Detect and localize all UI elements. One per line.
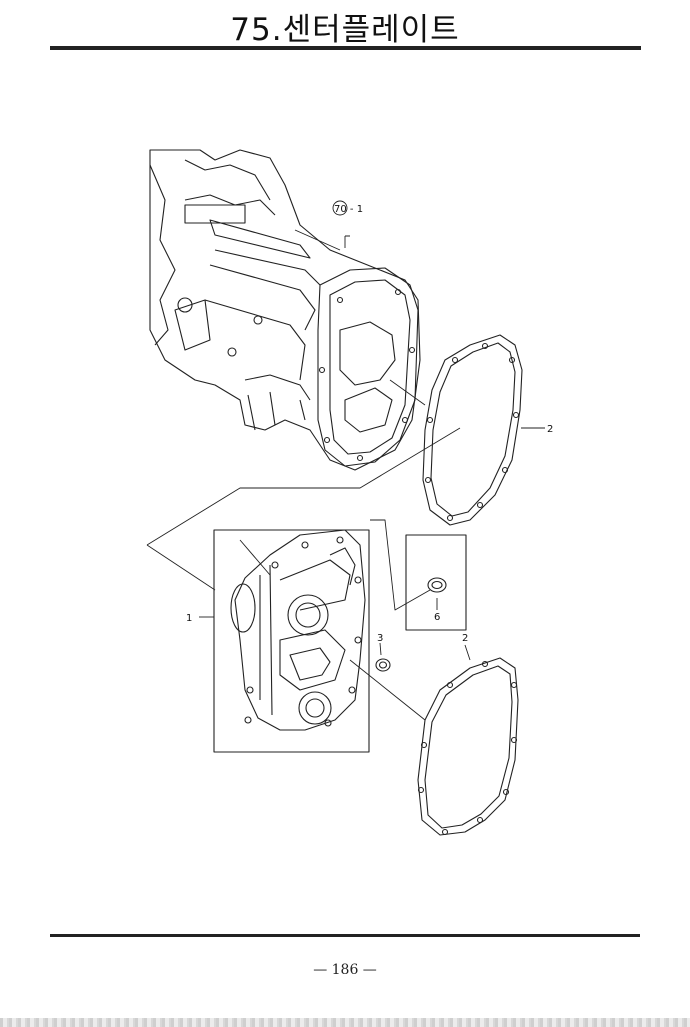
center-plate [230, 529, 366, 731]
seal-ring-part [427, 577, 447, 593]
callout-gasket-upper: 2 [547, 424, 553, 435]
page-number: — 186 — [313, 962, 377, 978]
upper-gasket [422, 334, 523, 526]
header-rule [50, 46, 641, 50]
page-title: 75.센터플레이트 [230, 12, 460, 48]
callout-center-plate: 1 [186, 613, 192, 624]
callout-seal: 6 [434, 612, 440, 623]
callout-70-1: 70 - 1 [334, 204, 363, 215]
lower-gasket [417, 657, 519, 836]
callout-ring: 3 [377, 633, 383, 644]
callout-gasket-lower: 2 [462, 633, 468, 644]
transmission-housing [149, 149, 421, 471]
small-ring-part [375, 658, 391, 672]
scan-edge-artifact [0, 1018, 690, 1027]
footer-rule [50, 934, 640, 937]
center-plate-box [213, 529, 370, 753]
seal-box [405, 534, 467, 631]
